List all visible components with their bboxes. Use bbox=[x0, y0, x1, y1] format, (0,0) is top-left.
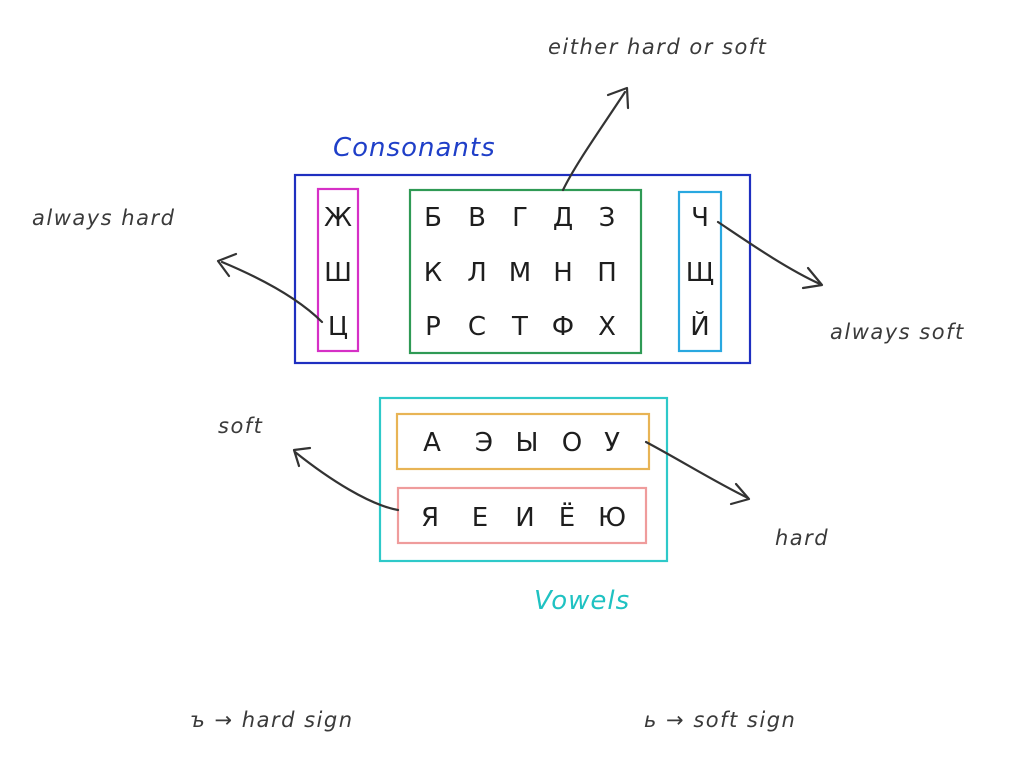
letter: Х bbox=[598, 312, 616, 342]
letter: В bbox=[468, 203, 486, 233]
label-soft: soft bbox=[218, 414, 263, 438]
letter: Ж bbox=[324, 203, 352, 233]
letter: Б bbox=[424, 203, 442, 233]
hard-vowels-box bbox=[395, 412, 651, 471]
arrow-always-hard bbox=[216, 252, 324, 324]
letter: Ч bbox=[691, 203, 709, 233]
letter: М bbox=[509, 258, 531, 288]
letter: К bbox=[424, 258, 442, 288]
letter: П bbox=[597, 258, 617, 288]
letter: А bbox=[423, 428, 441, 458]
letter: Ю bbox=[598, 503, 626, 533]
letter: Р bbox=[425, 312, 441, 342]
letter: Ё bbox=[559, 501, 575, 533]
letter: И bbox=[515, 503, 534, 533]
letter: Е bbox=[472, 503, 488, 533]
hard-or-soft-letters: Б В Г Д З К Л М Н П Р С Т Ф Х bbox=[424, 203, 617, 342]
letter: Л bbox=[467, 258, 487, 288]
arrow-soft bbox=[292, 446, 400, 512]
always-soft-letters: Ч Щ Й bbox=[686, 203, 714, 342]
vowels-box bbox=[378, 396, 669, 563]
arrow-either bbox=[561, 86, 630, 192]
always-soft-box bbox=[677, 190, 723, 353]
always-hard-letters: Ж Ш Ц bbox=[324, 203, 352, 342]
arrow-always-soft bbox=[716, 220, 824, 290]
letter: Н bbox=[553, 258, 573, 288]
hard-or-soft-box bbox=[408, 188, 643, 355]
consonants-title: Consonants bbox=[333, 133, 496, 163]
label-always-hard: always hard bbox=[32, 206, 175, 230]
letter: Ф bbox=[552, 312, 574, 342]
label-hard-sign: ъ → hard sign bbox=[190, 708, 354, 732]
consonants-box bbox=[293, 173, 752, 365]
letter: Г bbox=[512, 203, 528, 233]
letter: З bbox=[599, 203, 616, 233]
arrow-hard bbox=[644, 440, 751, 506]
letter: У bbox=[604, 428, 620, 458]
letter: С bbox=[468, 312, 486, 342]
label-always-soft: always soft bbox=[830, 320, 965, 344]
letter: О bbox=[562, 428, 582, 458]
label-hard: hard bbox=[775, 526, 829, 550]
soft-vowels-letters: Я Е И Ё Ю bbox=[421, 501, 626, 533]
hard-vowels-letters: А Э Ы О У bbox=[423, 428, 620, 458]
vowels-title: Vowels bbox=[534, 586, 630, 616]
letter: Т bbox=[511, 312, 528, 342]
always-hard-box bbox=[316, 187, 360, 353]
letter: Ш bbox=[324, 258, 352, 288]
letter: Д bbox=[553, 203, 573, 233]
soft-vowels-box bbox=[396, 486, 648, 545]
label-soft-sign: ь → soft sign bbox=[644, 708, 796, 732]
letter: Э bbox=[475, 428, 493, 458]
letter: Ы bbox=[516, 428, 539, 458]
letter: Ц bbox=[328, 312, 348, 342]
label-either: either hard or soft bbox=[548, 35, 767, 59]
letter: Я bbox=[421, 503, 439, 533]
letter: Й bbox=[690, 310, 709, 342]
letter: Щ bbox=[686, 258, 714, 288]
